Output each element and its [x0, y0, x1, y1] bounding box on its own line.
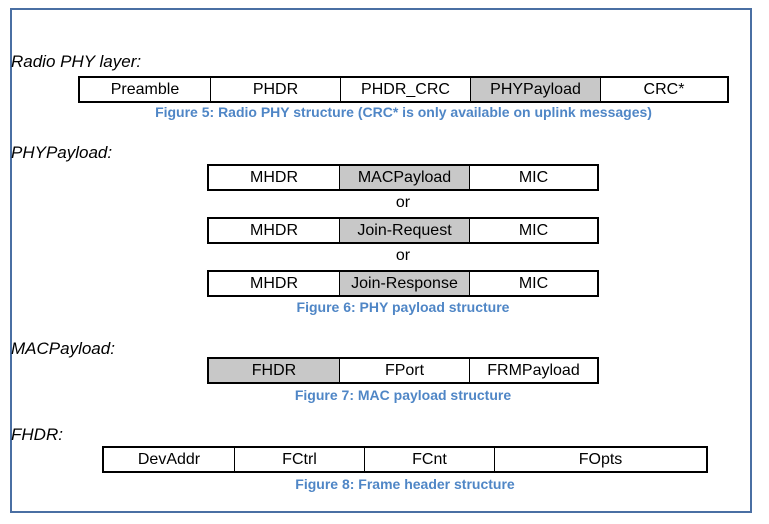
- macpayload-structure: FHDR FPort FRMPayload: [207, 357, 599, 384]
- cell-join-response: Join-Response: [340, 272, 470, 295]
- figure-5-caption: Figure 5: Radio PHY structure (CRC* is o…: [155, 104, 652, 120]
- cell-fcnt: FCnt: [365, 448, 495, 471]
- cell-phypayload: PHYPayload: [471, 78, 601, 101]
- figure-7-caption: Figure 7: MAC payload structure: [294, 387, 512, 403]
- fhdr-heading: FHDR:: [11, 425, 63, 444]
- cell-preamble: Preamble: [80, 78, 211, 101]
- cell-mhdr: MHDR: [209, 272, 340, 295]
- cell-mic: MIC: [518, 221, 549, 239]
- cell-frmpayload: FRMPayload: [487, 361, 580, 379]
- phypayload-structure-mac: MHDR MACPayload MIC: [207, 164, 599, 191]
- cell-macpayload: MACPayload: [340, 166, 470, 189]
- phypayload-heading: PHYPayload:: [11, 143, 113, 162]
- phypayload-structure-join-response: MHDR Join-Response MIC: [207, 270, 599, 297]
- cell-mhdr: MHDR: [209, 219, 340, 242]
- cell-mic: MIC: [518, 168, 549, 186]
- phypayload-structure-join-request: MHDR Join-Request MIC: [207, 217, 599, 244]
- cell-fhdr: FHDR: [209, 359, 340, 382]
- macpayload-heading: MACPayload:: [11, 339, 115, 358]
- figure-8-caption: Figure 8: Frame header structure: [295, 476, 515, 492]
- cell-mic: MIC: [518, 274, 549, 292]
- or-separator: or: [395, 247, 411, 264]
- cell-fopts: FOpts: [578, 450, 623, 468]
- cell-join-request: Join-Request: [340, 219, 470, 242]
- fhdr-structure: DevAddr FCtrl FCnt FOpts: [102, 446, 708, 473]
- cell-mhdr: MHDR: [209, 166, 340, 189]
- cell-phdr: PHDR: [211, 78, 341, 101]
- cell-fport: FPort: [340, 359, 470, 382]
- radio-phy-heading: Radio PHY layer:: [11, 52, 142, 71]
- or-separator: or: [395, 194, 411, 211]
- cell-fctrl: FCtrl: [235, 448, 365, 471]
- cell-phdr-crc: PHDR_CRC: [341, 78, 471, 101]
- cell-crc: CRC*: [643, 80, 685, 98]
- cell-devaddr: DevAddr: [104, 448, 235, 471]
- figure-6-caption: Figure 6: PHY payload structure: [296, 299, 510, 315]
- radio-phy-structure: Preamble PHDR PHDR_CRC PHYPayload CRC*: [78, 76, 729, 103]
